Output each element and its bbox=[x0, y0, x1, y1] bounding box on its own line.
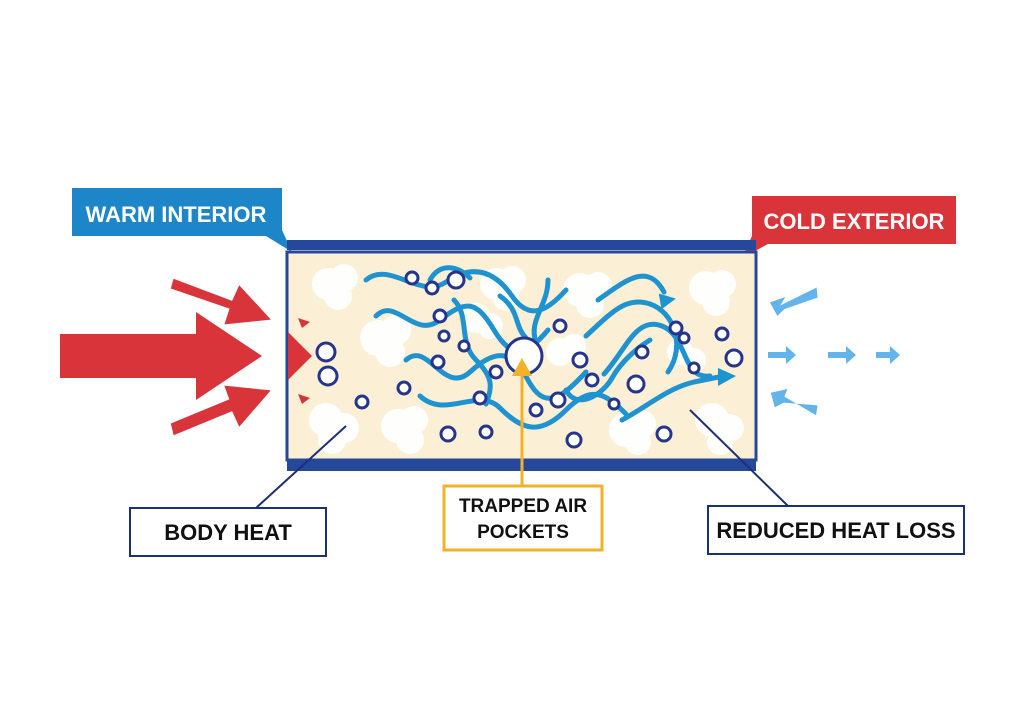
warm-interior-tag-shape bbox=[72, 188, 292, 252]
fiber-strand bbox=[427, 265, 473, 283]
air-bubble bbox=[424, 280, 440, 296]
fiber-strand bbox=[531, 277, 551, 345]
air-bubble bbox=[565, 431, 583, 449]
trapped-air-box bbox=[442, 484, 604, 552]
cold-exterior-tag: COLD EXTERIOR bbox=[742, 196, 956, 258]
air-bubble bbox=[571, 351, 589, 369]
air-bubble bbox=[396, 380, 412, 396]
air-bubble bbox=[488, 364, 504, 380]
air-bubble bbox=[317, 365, 339, 387]
reduced-heat-loss-box bbox=[707, 505, 965, 555]
air-bubble bbox=[677, 331, 691, 345]
air-bubble bbox=[584, 372, 600, 388]
panel-top-bar bbox=[287, 240, 756, 250]
air-bubble bbox=[315, 341, 337, 363]
trapped-air-pointer-icon bbox=[512, 358, 532, 376]
air-bubble bbox=[714, 326, 730, 342]
heat-arrow-lower-icon bbox=[170, 385, 271, 436]
body-heat-callout: BODY HEAT bbox=[129, 425, 347, 557]
air-bubble bbox=[472, 390, 488, 406]
fiber-arrowhead-icon bbox=[658, 293, 676, 310]
fluff-cluster bbox=[312, 264, 358, 310]
cold-arrow-icon bbox=[768, 346, 796, 364]
air-bubble bbox=[354, 394, 370, 410]
air-bubble bbox=[687, 361, 701, 375]
air-bubble bbox=[552, 318, 568, 334]
air-bubbles bbox=[315, 270, 744, 449]
cold-arrow-lower-icon bbox=[770, 388, 818, 416]
fiber-strand bbox=[497, 293, 529, 341]
air-bubble bbox=[668, 320, 684, 336]
reduced-heat-loss-callout: REDUCED HEAT LOSS bbox=[689, 409, 965, 555]
fluff-cluster bbox=[695, 403, 744, 455]
warm-interior-label: WARM INTERIOR bbox=[86, 202, 267, 227]
fluff-cluster bbox=[360, 315, 411, 367]
fiber-strand bbox=[363, 269, 569, 314]
reduced-heat-loss-leader-line bbox=[689, 409, 789, 507]
air-bubble bbox=[457, 339, 471, 353]
air-bubble bbox=[634, 344, 650, 360]
air-bubble bbox=[528, 402, 544, 418]
fiber-strand bbox=[619, 373, 727, 423]
air-bubble bbox=[724, 348, 744, 368]
fiber-strand bbox=[451, 297, 493, 407]
cold-arrow-upper-icon bbox=[769, 287, 818, 316]
air-bubble bbox=[430, 354, 446, 370]
cold-arrow-icon bbox=[876, 346, 900, 364]
air-bubble bbox=[607, 397, 621, 411]
air-bubble bbox=[437, 329, 451, 343]
fiber-arrowhead-icon bbox=[718, 368, 736, 386]
body-heat-label: BODY HEAT bbox=[164, 520, 292, 545]
fluff-cluster bbox=[689, 270, 736, 316]
air-bubble bbox=[446, 270, 466, 290]
trapped-air-label-line1: TRAPPED AIR bbox=[459, 496, 587, 517]
heat-arrow-upper-icon bbox=[170, 278, 271, 325]
air-bubble bbox=[432, 308, 448, 324]
air-bubble bbox=[655, 425, 673, 443]
cold-arrows bbox=[768, 287, 900, 416]
air-bubble bbox=[439, 425, 457, 443]
body-heat-leader-line bbox=[255, 425, 347, 509]
cold-arrow-icon bbox=[828, 346, 856, 364]
trapped-air-label-line2: POCKETS bbox=[477, 522, 569, 543]
heat-arrow-large-icon bbox=[60, 312, 262, 400]
trapped-air-callout: TRAPPED AIR POCKETS bbox=[442, 358, 604, 552]
fluff-cluster bbox=[381, 406, 428, 454]
fluff-cluster bbox=[609, 410, 656, 455]
fiber-strand bbox=[595, 273, 667, 303]
insulation-fluff bbox=[309, 264, 744, 455]
heat-arrows bbox=[60, 278, 312, 436]
heat-arrowhead-small-icon bbox=[298, 318, 310, 328]
insulation-panel bbox=[285, 240, 758, 471]
air-bubble bbox=[478, 424, 494, 440]
cold-exterior-tag-shape bbox=[742, 196, 956, 258]
warm-interior-tag: WARM INTERIOR bbox=[72, 188, 292, 252]
reduced-heat-loss-label: REDUCED HEAT LOSS bbox=[716, 518, 955, 543]
air-bubble bbox=[626, 374, 646, 394]
heat-arrowhead-small-icon bbox=[298, 394, 310, 404]
heat-arrowhead-icon bbox=[288, 332, 312, 380]
air-bubble bbox=[549, 391, 567, 409]
air-bubble bbox=[404, 270, 420, 286]
fiber-strand bbox=[583, 299, 680, 375]
cold-exterior-label: COLD EXTERIOR bbox=[764, 209, 945, 234]
body-heat-box bbox=[129, 507, 327, 557]
